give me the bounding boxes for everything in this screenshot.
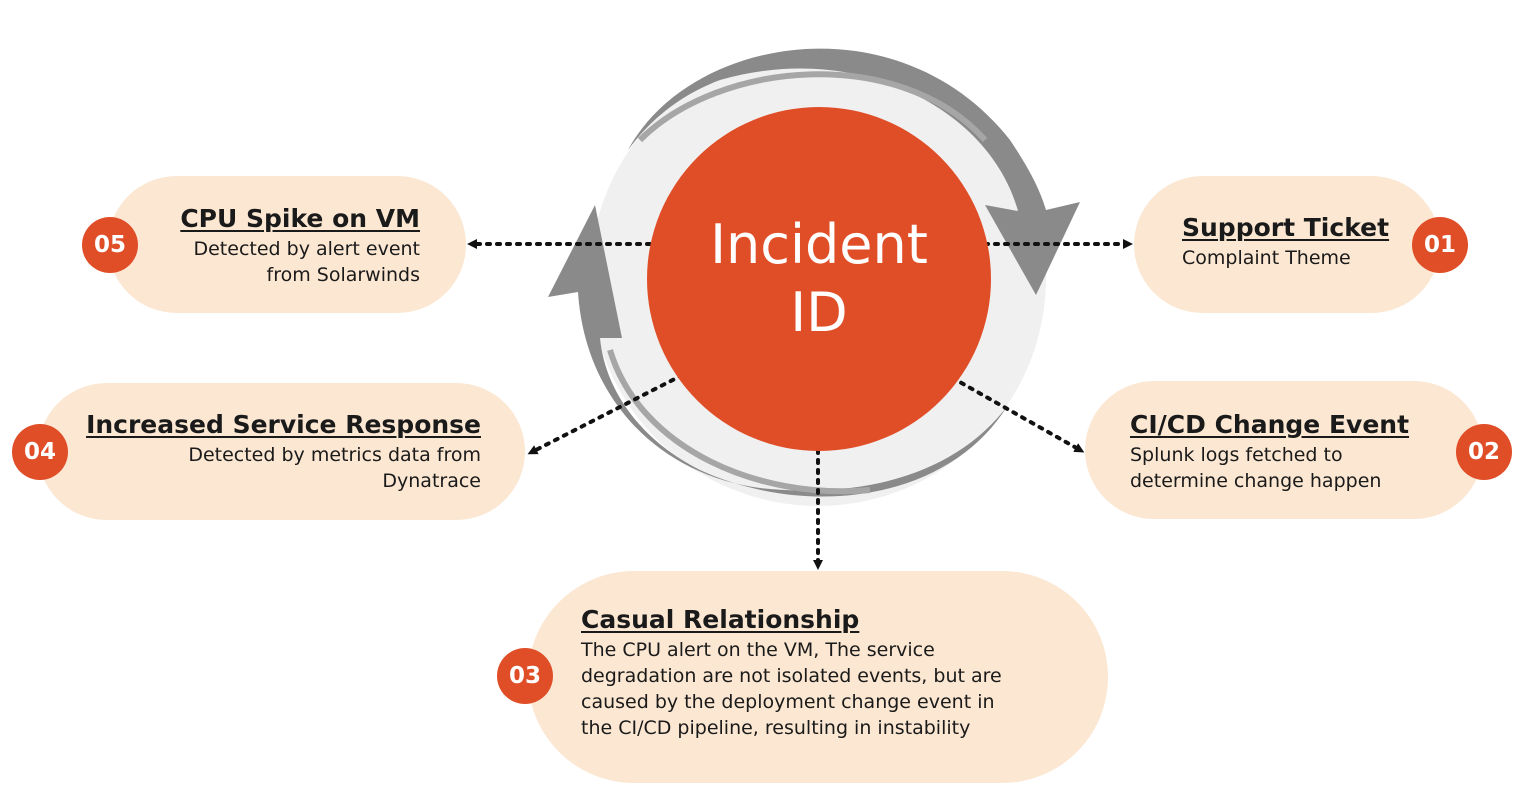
connector-02 — [933, 366, 1085, 453]
node-03-desc-line: degradation are not isolated events, but… — [581, 665, 1002, 687]
incident-id-circle: Incident ID — [647, 107, 991, 451]
node-01-card: Support Ticket Complaint Theme — [1134, 176, 1440, 313]
node-03-desc-line: caused by the deployment change event in — [581, 691, 995, 713]
center-title-line1: Incident — [710, 213, 928, 276]
node-03-desc-line: the CI/CD pipeline, resulting in instabi… — [581, 717, 971, 739]
node-05-desc: Detected by alert event from Solarwinds — [108, 236, 420, 288]
node-02-desc: Splunk logs fetched to determine change … — [1130, 442, 1483, 494]
node-02-badge: 02 — [1456, 424, 1512, 480]
node-04-desc: Detected by metrics data from Dynatrace — [38, 442, 481, 494]
node-04-title: Increased Service Response — [86, 410, 481, 439]
node-02-title: CI/CD Change Event — [1130, 410, 1410, 439]
node-02-desc-line: Splunk logs fetched to — [1130, 444, 1343, 466]
node-05-badge: 05 — [82, 217, 138, 273]
node-04-badge: 04 — [12, 424, 68, 480]
center-title-line2: ID — [790, 281, 848, 344]
node-05-desc-line: Detected by alert event — [193, 238, 420, 260]
cycle-arrow-bottom-shade — [607, 349, 871, 495]
node-03-card: Casual Relationship The CPU alert on the… — [528, 571, 1108, 783]
node-05-desc-line: from Solarwinds — [266, 264, 421, 286]
node-01-title: Support Ticket — [1182, 213, 1390, 242]
node-01-desc: Complaint Theme — [1182, 247, 1351, 269]
node-04-desc-line: Dynatrace — [382, 470, 481, 492]
node-02-card: CI/CD Change Event Splunk logs fetched t… — [1085, 381, 1483, 519]
node-03-desc-line: The CPU alert on the VM, The service — [581, 639, 935, 661]
node-03-desc: The CPU alert on the VM, The service deg… — [581, 637, 1108, 741]
node-04-card: Increased Service Response Detected by m… — [38, 383, 525, 520]
cycle-arrow-top-shade — [637, 71, 988, 143]
node-02-desc-line: determine change happen — [1130, 470, 1382, 492]
cycle-arrow-bottom — [548, 205, 1008, 497]
cycle-arrow-top — [628, 48, 1080, 295]
node-01-badge: 01 — [1412, 217, 1468, 273]
node-03-badge: 03 — [497, 648, 553, 704]
node-04-desc-line: Detected by metrics data from — [188, 444, 481, 466]
node-05-title: CPU Spike on VM — [180, 204, 420, 233]
node-03-title: Casual Relationship — [581, 605, 860, 634]
connector-04 — [527, 364, 702, 455]
node-05-card: CPU Spike on VM Detected by alert event … — [108, 176, 466, 313]
